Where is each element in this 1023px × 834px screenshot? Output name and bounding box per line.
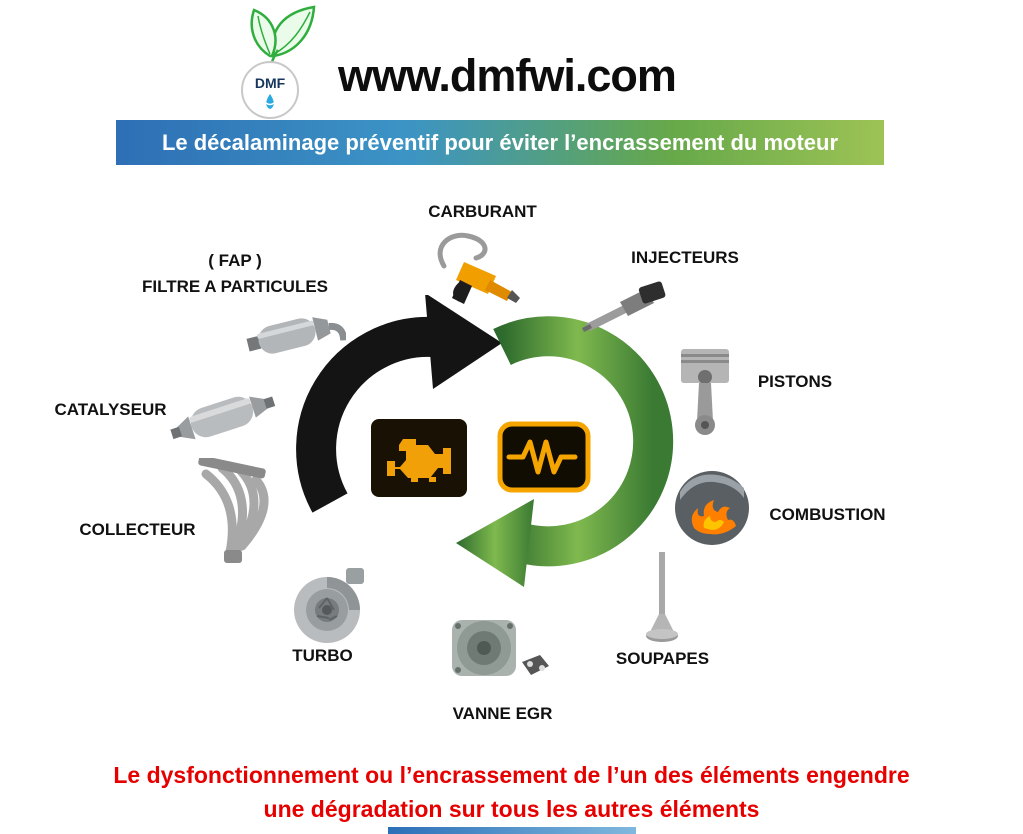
check-engine-warning-icon — [371, 419, 467, 497]
leaf-and-water-drop-logo-icon: DMF — [241, 5, 316, 119]
exhaust-manifold-image — [190, 458, 290, 566]
footer-warning-line2: une dégradation sur tous les autres élém… — [263, 796, 760, 822]
green-cycle-arrow — [456, 316, 674, 587]
label-fap: ( FAP ) FILTRE A PARTICULES — [130, 248, 340, 300]
particulate-filter-image — [244, 300, 346, 370]
catalytic-converter-image — [168, 378, 276, 456]
label-carburant: CARBURANT — [428, 202, 537, 221]
piston-image — [672, 345, 738, 439]
engine-valve-image — [642, 550, 682, 650]
bottom-accent-bar — [388, 827, 636, 834]
turbocharger-image — [284, 564, 370, 650]
site-url-title: www.dmfwi.com — [338, 50, 677, 101]
fuel-nozzle-image — [430, 228, 525, 318]
label-turbo: TURBO — [292, 646, 353, 665]
egr-valve-image — [444, 608, 552, 690]
label-soupapes: SOUPAPES — [615, 649, 710, 668]
footer-warning-line1: Le dysfonctionnement ou l’encrassement d… — [113, 762, 910, 788]
logo-text: DMF — [255, 75, 286, 91]
engine-electronics-warning-icon — [497, 421, 591, 493]
label-pistons: PISTONS — [757, 372, 833, 391]
dmf-logo: DMF — [228, 4, 333, 122]
label-fap-line2: FILTRE A PARTICULES — [141, 277, 329, 296]
cycle-arrows — [270, 295, 690, 595]
label-combustion: COMBUSTION — [769, 505, 886, 524]
label-catalyseur: CATALYSEUR — [54, 400, 167, 419]
label-fap-line1: ( FAP ) — [208, 251, 262, 270]
black-cycle-arrow — [296, 295, 502, 513]
label-vanne-egr: VANNE EGR — [452, 704, 553, 723]
water-drop-icon — [266, 94, 274, 109]
label-injecteurs: INJECTEURS — [631, 248, 739, 267]
fuel-injector-image — [582, 278, 677, 336]
label-collecteur: COLLECTEUR — [79, 520, 196, 539]
banner-title: Le décalaminage préventif pour éviter l’… — [116, 120, 884, 165]
combustion-flame-image — [674, 470, 750, 546]
footer-warning-text: Le dysfonctionnement ou l’encrassement d… — [0, 758, 1023, 826]
